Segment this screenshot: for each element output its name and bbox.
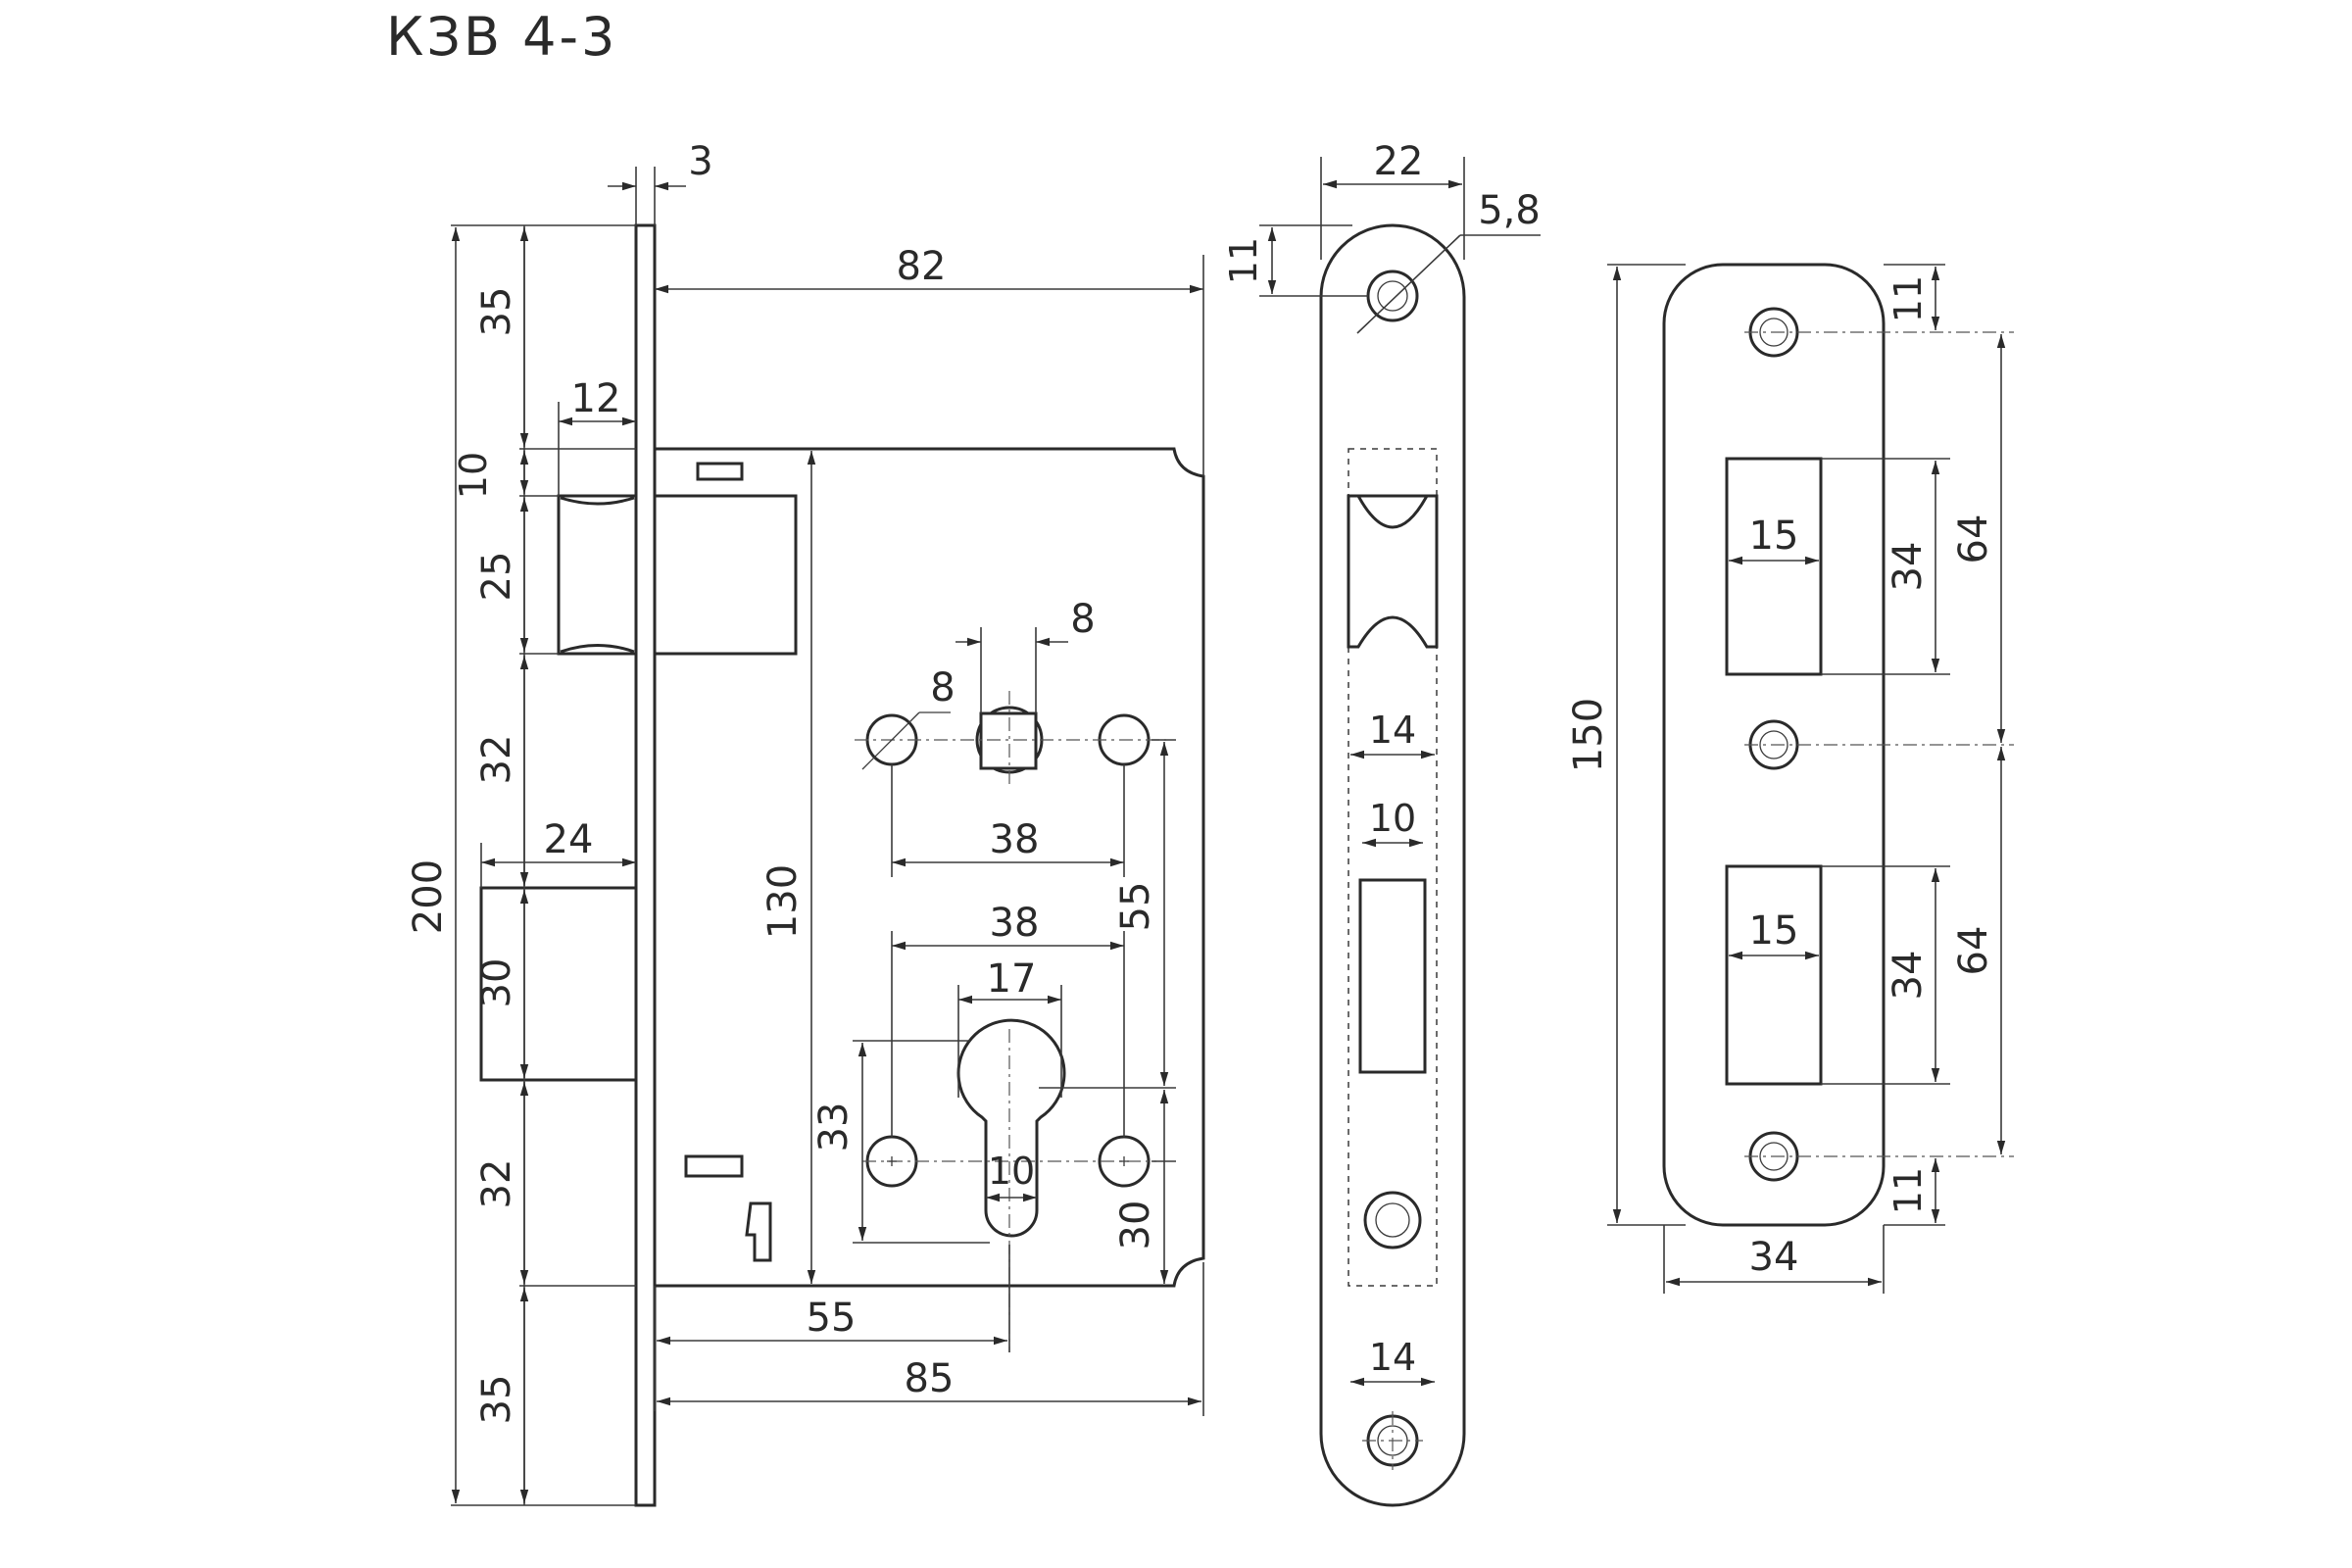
dim-strike-11-top: 11 <box>1886 275 1930 322</box>
dim-latch-25: 25 <box>474 552 519 602</box>
faceplate-profile <box>634 223 657 1507</box>
dim-hole-8: 8 <box>930 665 955 710</box>
dim-cylinder-30: 30 <box>1113 1200 1158 1250</box>
dim-holes-38-upper: 38 <box>990 817 1040 862</box>
dim-deadbolt-24: 24 <box>544 817 594 862</box>
dim-spindle-8: 8 <box>1070 597 1095 642</box>
dim-total-200: 200 <box>406 859 451 934</box>
lower-slot <box>684 1154 744 1178</box>
latch-block <box>653 494 798 656</box>
dim-top-35: 35 <box>474 287 519 337</box>
dim-strike-34-lower: 34 <box>1886 951 1931 1001</box>
dim-strike-34-width: 34 <box>1749 1235 1799 1280</box>
dim-depth-85: 85 <box>905 1356 955 1401</box>
dim-bottom-35: 35 <box>474 1375 519 1425</box>
dim-strike-64-upper: 64 <box>1951 514 1996 564</box>
dim-faceplate-22: 22 <box>1374 139 1424 184</box>
dim-holes-38-lower: 38 <box>990 901 1040 946</box>
dim-strike-11-bottom: 11 <box>1886 1167 1930 1214</box>
dim-faceplate-11: 11 <box>1222 237 1265 284</box>
dim-strike-15-upper: 15 <box>1749 514 1799 559</box>
bolt-opening <box>1358 878 1427 1074</box>
faceplate-front-view: 22 5,8 11 14 10 14 <box>1222 139 1541 1507</box>
dim-gap-32-upper: 32 <box>474 735 519 785</box>
dim-gap-10: 10 <box>452 452 495 499</box>
deadbolt <box>479 886 638 1082</box>
dim-strike-34-upper: 34 <box>1886 542 1931 592</box>
drawing-title: КЗВ 4-3 <box>386 6 618 68</box>
dim-cylinder-33: 33 <box>811 1102 857 1152</box>
dim-spindle-cyl-55: 55 <box>1113 882 1158 932</box>
top-slot <box>696 462 744 481</box>
lock-case <box>655 447 1205 1288</box>
dim-case-130: 130 <box>760 864 806 939</box>
strike-plate-view: 150 15 15 11 34 34 11 64 64 <box>1566 263 2014 1294</box>
dim-bottom-slot-14: 14 <box>1369 1336 1416 1379</box>
strike-upper-opening <box>1725 457 1823 676</box>
latch-bolt <box>557 494 638 656</box>
dim-strike-15-lower: 15 <box>1749 908 1799 954</box>
latch-opening <box>1347 494 1439 649</box>
spindle-square-icon <box>979 711 1038 770</box>
faceplate-top-screw <box>1366 270 1419 322</box>
lock-side-view: 3 82 35 10 25 32 32 35 200 12 <box>406 139 1205 1507</box>
dim-strike-150: 150 <box>1566 698 1611 772</box>
dim-cylinder-10: 10 <box>988 1150 1035 1193</box>
faceplate-outline <box>1319 223 1466 1507</box>
dim-gap-32-lower: 32 <box>474 1159 519 1209</box>
dim-faceplate-thickness: 3 <box>688 139 712 184</box>
euro-cylinder-hole <box>956 1018 1066 1238</box>
lever-notch <box>745 1201 772 1262</box>
dim-bolt-slot-10: 10 <box>1369 797 1416 840</box>
dim-strike-64-lower: 64 <box>1951 926 1996 976</box>
dim-screw-5-8: 5,8 <box>1478 188 1541 233</box>
dim-latch-slot-14: 14 <box>1369 709 1416 752</box>
dim-cylinder-17: 17 <box>987 956 1037 1002</box>
dim-deadbolt-30: 30 <box>474 958 519 1008</box>
dim-latch-12: 12 <box>571 376 621 421</box>
dim-backset-82: 82 <box>897 244 947 289</box>
dim-backset-55: 55 <box>807 1296 857 1341</box>
strike-lower-opening <box>1725 864 1823 1086</box>
faceplate-mid-screw <box>1363 1191 1422 1250</box>
